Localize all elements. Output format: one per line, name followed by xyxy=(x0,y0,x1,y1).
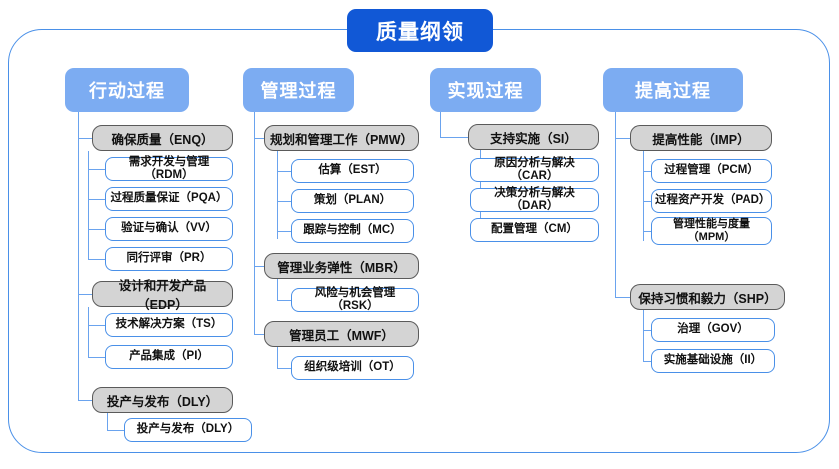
child-spine-1-1 xyxy=(277,279,279,301)
leaf-box-0-1-1[interactable]: 产品集成（PI） xyxy=(105,345,233,369)
child-stub-0-2-0 xyxy=(107,430,124,432)
group-stub-0-0 xyxy=(78,138,92,140)
child-stub-1-0-0 xyxy=(277,171,291,173)
category-header-2[interactable]: 实现过程 xyxy=(430,68,541,112)
group-stub-3-1 xyxy=(615,297,630,299)
leaf-box-0-2-0[interactable]: 投产与发布（DLY） xyxy=(124,418,252,442)
group-box-1-1[interactable]: 管理业务弹性（MBR） xyxy=(264,253,419,279)
child-spine-3-1 xyxy=(643,310,645,362)
group-box-0-1[interactable]: 设计和开发产品（EDP） xyxy=(92,279,233,312)
leaf-box-2-0-0[interactable]: 原因分析与解决（CAR） xyxy=(470,157,599,182)
group-stub-3-0 xyxy=(615,138,630,140)
child-spine-0-2 xyxy=(107,413,109,431)
leaf-box-2-0-2[interactable]: 配置管理（CM） xyxy=(470,218,599,242)
child-stub-3-0-2 xyxy=(643,231,657,233)
leaf-box-0-0-1[interactable]: 过程质量保证（PQA） xyxy=(105,187,233,211)
group-stub-0-1 xyxy=(78,294,92,296)
leaf-box-1-0-1[interactable]: 策划（PLAN） xyxy=(291,189,414,213)
group-stub-1-1 xyxy=(254,266,264,268)
leaf-box-3-0-1[interactable]: 过程资产开发（PAD） xyxy=(651,189,772,213)
leaf-box-3-0-2[interactable]: 管理性能与度量（MPM） xyxy=(651,217,772,245)
leaf-box-1-2-0[interactable]: 组织级培训（OT） xyxy=(291,356,414,380)
child-stub-3-0-1 xyxy=(643,201,657,203)
child-stub-0-1-1 xyxy=(88,357,105,359)
leaf-box-1-0-2[interactable]: 跟踪与控制（MC） xyxy=(291,219,414,243)
category-header-1[interactable]: 管理过程 xyxy=(243,68,354,112)
category-header-0[interactable]: 行动过程 xyxy=(65,68,189,112)
child-stub-1-1-0 xyxy=(277,300,291,302)
leaf-box-3-0-0[interactable]: 过程管理（PCM） xyxy=(651,159,772,183)
column-spine-1 xyxy=(254,112,256,334)
child-stub-0-0-3 xyxy=(88,259,105,261)
child-spine-1-0 xyxy=(277,151,279,239)
group-box-3-0[interactable]: 提高性能（IMP） xyxy=(630,125,772,151)
child-spine-0-1 xyxy=(88,307,90,358)
group-box-1-2[interactable]: 管理员工（MWF） xyxy=(264,321,419,347)
child-spine-0-0-b xyxy=(88,239,90,260)
child-stub-0-1-0 xyxy=(88,325,105,327)
leaf-box-2-0-1[interactable]: 决策分析与解决（DAR） xyxy=(470,187,599,212)
column-spine-0 xyxy=(78,112,80,400)
root-title-box[interactable]: 质量纲领 xyxy=(347,9,493,52)
child-stub-1-0-2 xyxy=(277,231,291,233)
leaf-box-3-1-0[interactable]: 治理（GOV） xyxy=(651,318,775,342)
child-stub-1-2-0 xyxy=(277,368,291,370)
column-spine-3 xyxy=(615,112,617,298)
child-stub-0-0-0 xyxy=(88,169,105,171)
group-stub-2-0 xyxy=(440,137,468,139)
category-header-3[interactable]: 提高过程 xyxy=(603,68,743,112)
group-stub-1-2 xyxy=(254,334,264,336)
child-stub-3-1-1 xyxy=(643,361,657,363)
leaf-box-1-0-0[interactable]: 估算（EST） xyxy=(291,159,414,183)
leaf-box-3-1-1[interactable]: 实施基础设施（II） xyxy=(651,349,775,373)
group-box-0-0[interactable]: 确保质量（ENQ） xyxy=(92,125,233,151)
child-spine-1-2 xyxy=(277,347,279,369)
group-box-0-2[interactable]: 投产与发布（DLY） xyxy=(92,387,233,413)
group-box-2-0[interactable]: 支持实施（SI） xyxy=(468,124,599,150)
group-box-1-0[interactable]: 规划和管理工作（PMW） xyxy=(264,125,419,151)
child-spine-0-0 xyxy=(88,151,90,239)
group-box-3-1[interactable]: 保持习惯和毅力（SHP） xyxy=(630,284,785,310)
leaf-box-0-0-3[interactable]: 同行评审（PR） xyxy=(105,247,233,271)
child-stub-0-0-1 xyxy=(88,199,105,201)
leaf-box-0-0-0[interactable]: 需求开发与管理（RDM） xyxy=(105,156,233,181)
child-stub-3-0-0 xyxy=(643,171,657,173)
child-spine-3-0 xyxy=(643,151,645,241)
leaf-box-0-1-0[interactable]: 技术解决方案（TS） xyxy=(105,313,233,337)
child-stub-1-0-1 xyxy=(277,201,291,203)
leaf-box-1-1-0[interactable]: 风险与机会管理（RSK） xyxy=(291,287,419,312)
child-stub-0-0-2 xyxy=(88,229,105,231)
group-stub-1-0 xyxy=(254,138,264,140)
leaf-box-0-0-2[interactable]: 验证与确认（VV） xyxy=(105,217,233,241)
child-stub-3-1-0 xyxy=(643,330,657,332)
group-stub-0-2 xyxy=(78,400,92,402)
column-spine-2 xyxy=(440,112,442,138)
